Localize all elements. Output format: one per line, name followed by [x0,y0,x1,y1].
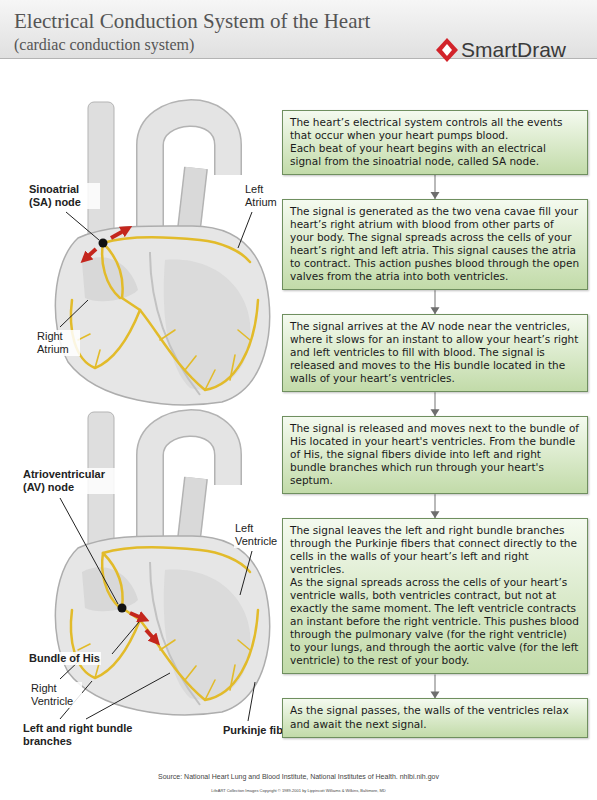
leader-line [86,673,170,719]
leader-line [60,498,118,604]
red-arrow [146,630,156,641]
part-label: Right Atrium [36,330,80,356]
subtitle: (cardiac conduction system) [14,35,194,54]
flow-arrow [431,494,440,518]
arrow-head [431,409,440,416]
step-text: The signal is released and moves next to… [290,422,580,487]
step-text: As the signal spreads across the cells o… [290,576,580,667]
right-atrium-shape [82,257,138,301]
flow-arrow [431,674,440,698]
part-label: Left Ventricle [234,522,282,548]
flow-arrow [431,175,440,199]
leader-line [60,300,88,327]
title: Electrical Conduction System of the Hear… [14,9,370,34]
step-text: The signal leaves the left and right bun… [290,524,580,576]
step-text: The heart’s electrical system controls a… [290,116,580,142]
arrow-head [431,511,440,518]
step-text: The signal is generated as the two vena … [290,205,580,283]
caption: Source: National Heart Lung and Blood In… [0,773,597,781]
red-arrow [130,613,144,619]
step-box: The signal is released and moves next to… [282,416,588,494]
septum [150,252,200,395]
red-arrow [85,249,96,259]
leader-line [240,551,252,595]
conduction-pathway [71,237,258,390]
logo-text: SmartDraw [461,37,566,62]
step-text: As the signal passes, the walls of the v… [290,704,580,730]
leader-line [238,212,252,248]
flow-arrow [431,290,440,314]
logo-inner [442,44,452,56]
flow-arrow [431,392,440,416]
conduction-line [122,298,140,310]
step-box: The heart’s electrical system controls a… [282,110,588,175]
logo-icon [436,38,458,62]
part-label: Right Ventricle [30,682,82,708]
copyright-note: LifeART Collection Images Copyright © 19… [0,789,597,794]
red-arrow [111,229,127,238]
part-label: Left Atrium [244,183,286,209]
arrow-head [431,307,440,314]
heart-drawing [55,412,269,715]
conduction-line [103,237,250,262]
heart-body [55,226,269,405]
part-label: Bundle of His [28,652,101,665]
step-text: The signal arrives at the AV node near t… [290,320,580,385]
conduction-line [140,300,258,390]
step-box: The signal leaves the left and right bun… [282,518,588,674]
step-box: The signal arrives at the AV node near t… [282,314,588,392]
leader-line [66,212,99,240]
part-label: Sinoatrial (SA) node [28,183,100,209]
conduction-line [71,300,140,368]
step-box: The signal is generated as the two vena … [282,199,588,290]
arrow-head [431,192,440,199]
leader-line [112,622,139,654]
step-text: Each beat of your heart begins with an e… [290,142,580,168]
arrow-head [431,691,440,698]
step-box: As the signal passes, the walls of the v… [282,698,588,737]
av-node-dot [118,604,127,613]
conduction-line [103,243,123,298]
part-label: Atrioventricular (AV) node [22,468,119,494]
part-label: Left and right bundle branches [22,722,156,748]
heart-drawing [55,102,269,405]
leader-line [248,682,255,721]
sa-node-dot [99,239,108,248]
purkinje-twigs [78,330,250,390]
leader-lines [60,212,255,721]
logo-diamond [436,38,458,62]
